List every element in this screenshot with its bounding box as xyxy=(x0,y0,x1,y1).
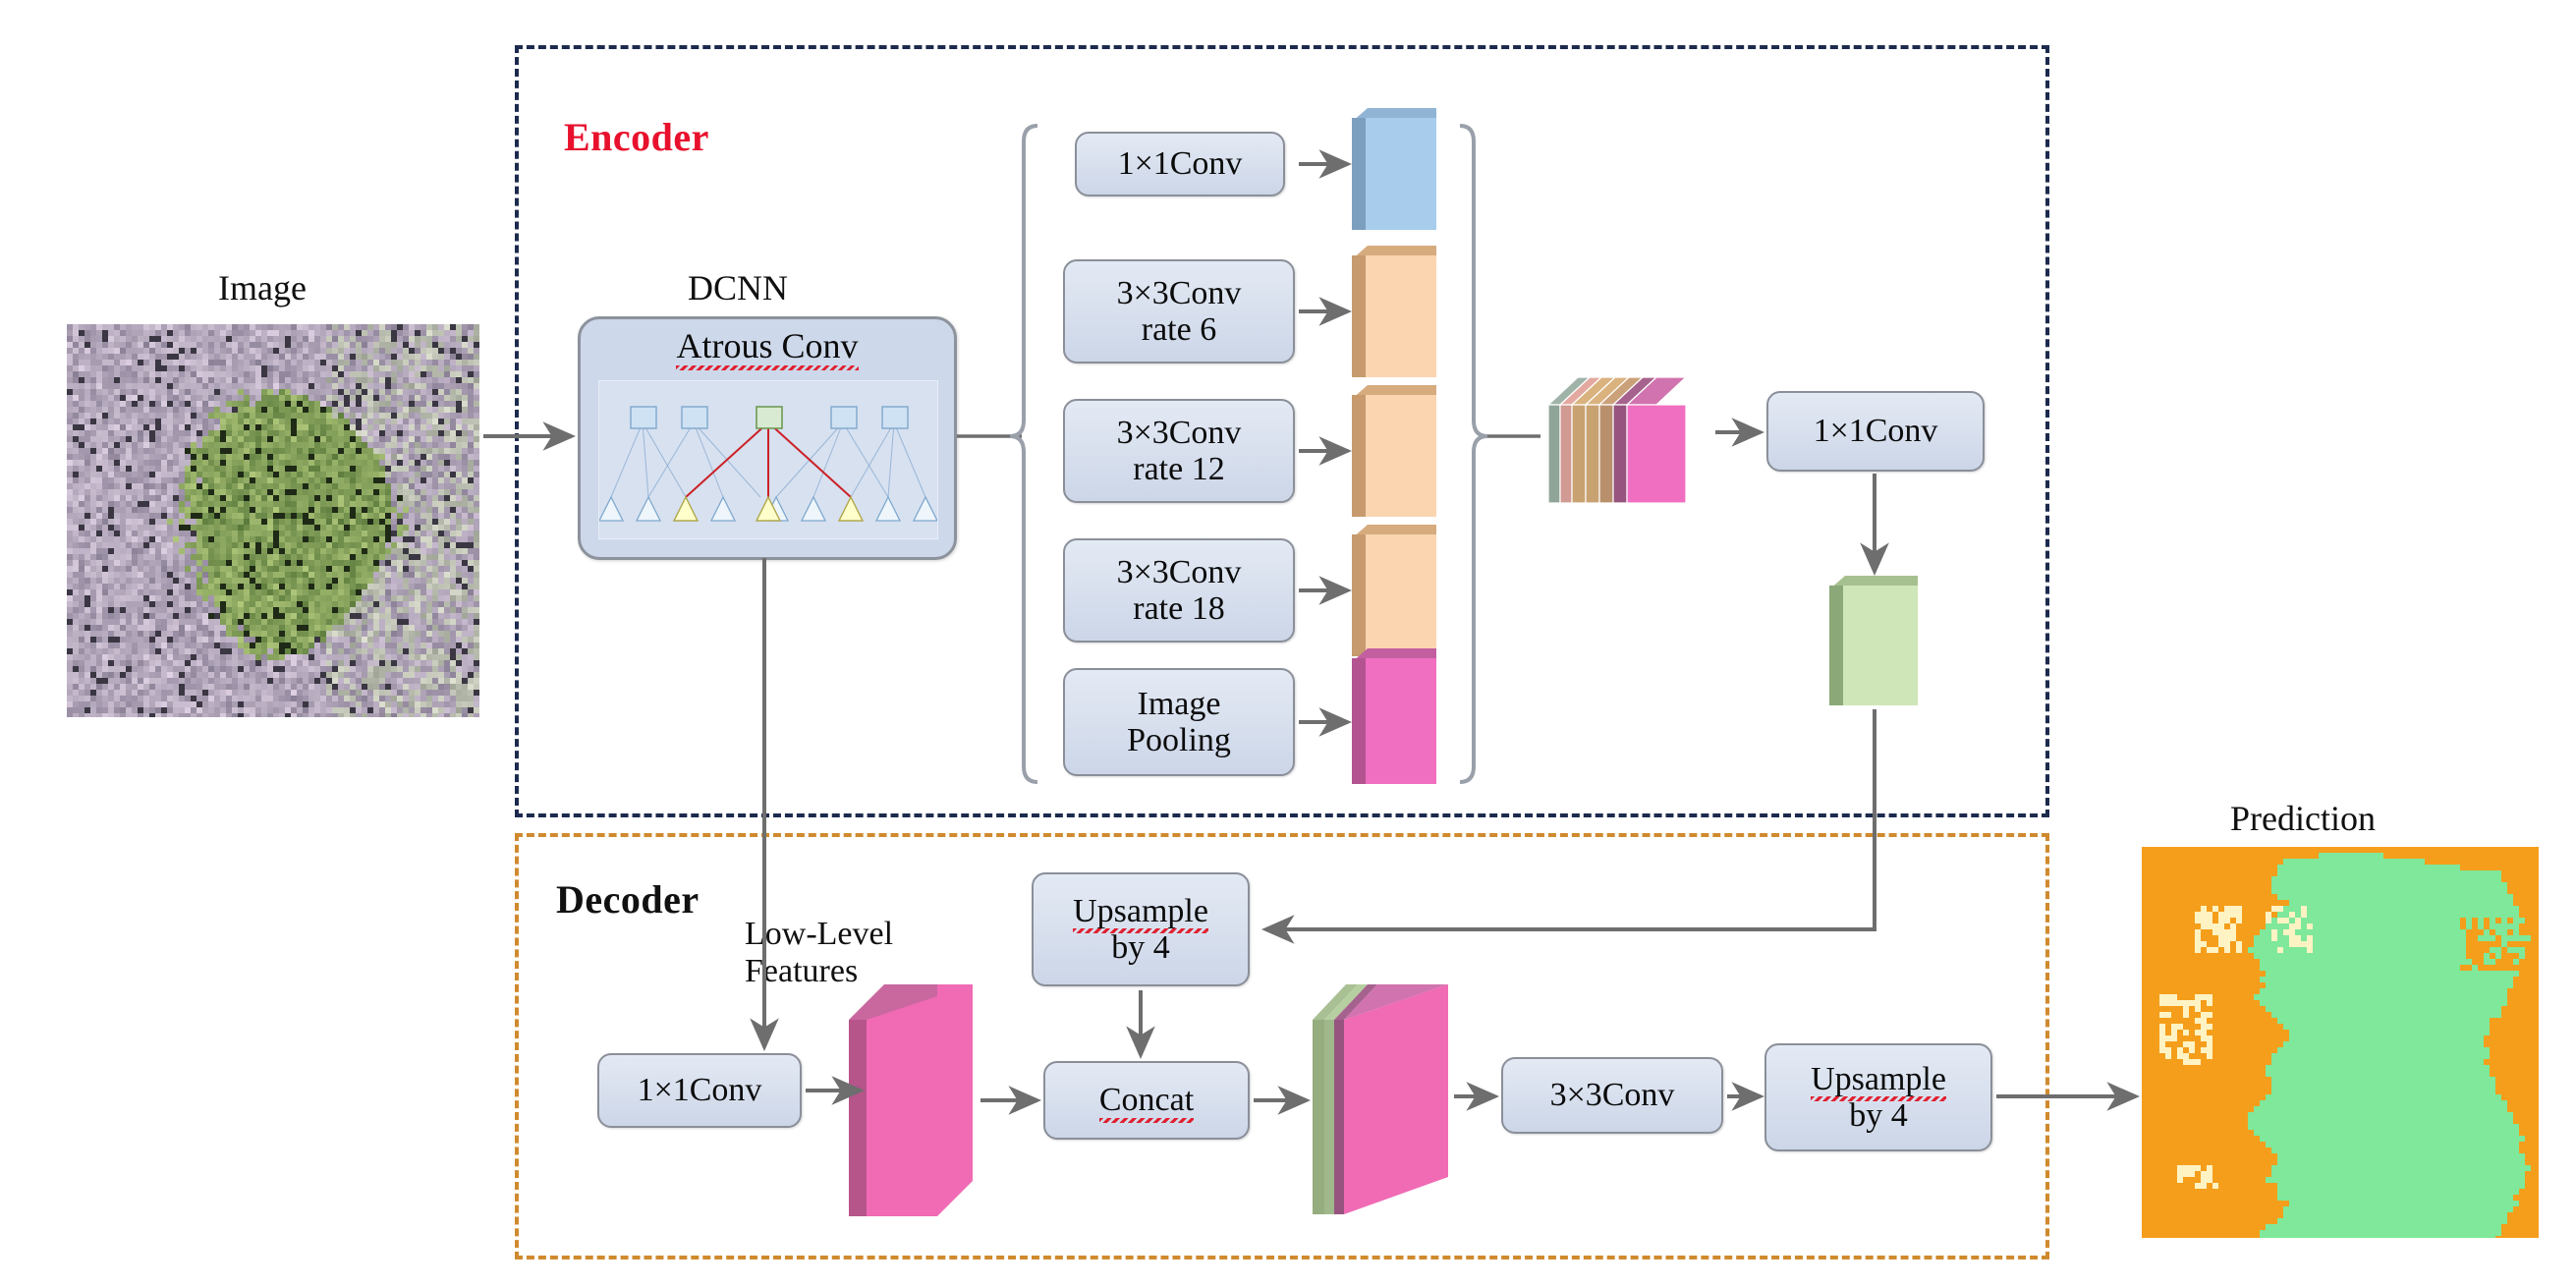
feature-slab-image-pooling xyxy=(1352,648,1436,784)
prediction-image xyxy=(2142,847,2539,1238)
decoder-conv-1x1[interactable]: 1×1Conv xyxy=(597,1053,802,1128)
encoder-output-conv-1x1[interactable]: 1×1Conv xyxy=(1766,391,1985,472)
decoder-conv-3x3[interactable]: 3×3Conv xyxy=(1501,1057,1723,1134)
feature-slab-conv-3x3-rate12 xyxy=(1352,385,1436,517)
aspp-branch-conv-3x3-rate18-label: 3×3Conv xyxy=(1116,553,1242,590)
feature-slab-conv-3x3-rate6 xyxy=(1352,246,1436,377)
decoder-upsample-top[interactable]: Upsample by 4 xyxy=(1032,872,1250,986)
aspp-branch-conv-1x1-label: 1×1Conv xyxy=(1117,145,1243,183)
decoder-concat-feature-stack xyxy=(1307,969,1454,1214)
feature-slab-conv-1x1 xyxy=(1352,108,1436,230)
feature-slab-conv-3x3-rate18 xyxy=(1352,525,1436,656)
decoder-concat-feature-stack-svg xyxy=(1313,984,1448,1214)
atrous-center-node xyxy=(756,406,783,429)
aspp-branch-image-pooling[interactable]: Image Pooling xyxy=(1063,668,1295,776)
decoder-label: Decoder xyxy=(556,877,700,922)
prediction-caption: Prediction xyxy=(2230,799,2376,838)
aspp-branch-image-pooling-label2: Pooling xyxy=(1127,722,1231,758)
aspp-branch-conv-3x3-rate12-label: 3×3Conv xyxy=(1116,414,1242,451)
decoder-conv-3x3-label: 3×3Conv xyxy=(1549,1077,1675,1114)
dcnn-block: Atrous Conv xyxy=(578,316,957,560)
aspp-branch-conv-3x3-rate18[interactable]: 3×3Conv rate 18 xyxy=(1063,538,1295,643)
decoder-upsample-output-label: Upsample xyxy=(1811,1060,1946,1102)
encoder-output-feature-slab xyxy=(1829,576,1918,705)
decoder-concat-label: Concat xyxy=(1098,1082,1195,1124)
image-caption: Image xyxy=(218,268,307,308)
low-level-feature-slab xyxy=(841,971,979,1216)
aspp-branch-conv-3x3-rate6[interactable]: 3×3Conv rate 6 xyxy=(1063,259,1295,364)
concat-feature-stack-svg xyxy=(1546,376,1688,504)
atrous-conv-text: Atrous Conv xyxy=(676,326,859,370)
aspp-branch-image-pooling-label: Image xyxy=(1137,685,1221,722)
aspp-branch-conv-3x3-rate18-rate: rate 18 xyxy=(1133,590,1225,627)
decoder-upsample-output-label2: by 4 xyxy=(1849,1097,1908,1134)
dcnn-atrous-conv-title: Atrous Conv xyxy=(581,325,954,370)
aspp-branch-conv-3x3-rate6-label: 3×3Conv xyxy=(1116,274,1242,311)
decoder-upsample-top-label: Upsample xyxy=(1073,892,1208,934)
concat-feature-stack xyxy=(1544,365,1702,523)
decoder-conv-1x1-label: 1×1Conv xyxy=(637,1072,762,1109)
decoder-concat[interactable]: Concat xyxy=(1043,1061,1250,1140)
encoder-output-conv-1x1-label: 1×1Conv xyxy=(1813,413,1938,450)
atrous-lattice-svg xyxy=(597,406,939,522)
decoder-upsample-output[interactable]: Upsample by 4 xyxy=(1764,1043,1992,1151)
aspp-branch-conv-3x3-rate12-rate: rate 12 xyxy=(1133,451,1225,487)
dcnn-lattice xyxy=(597,380,939,539)
input-image-thumbnail xyxy=(67,324,479,717)
decoder-upsample-top-label2: by 4 xyxy=(1111,929,1170,966)
aspp-branch-conv-3x3-rate12[interactable]: 3×3Conv rate 12 xyxy=(1063,399,1295,503)
low-level-feature-slab-svg xyxy=(849,984,973,1216)
aspp-branch-conv-3x3-rate6-rate: rate 6 xyxy=(1141,311,1217,348)
dcnn-caption: DCNN xyxy=(688,268,789,308)
encoder-label: Encoder xyxy=(564,115,709,159)
aspp-branch-conv-1x1[interactable]: 1×1Conv xyxy=(1075,132,1285,196)
